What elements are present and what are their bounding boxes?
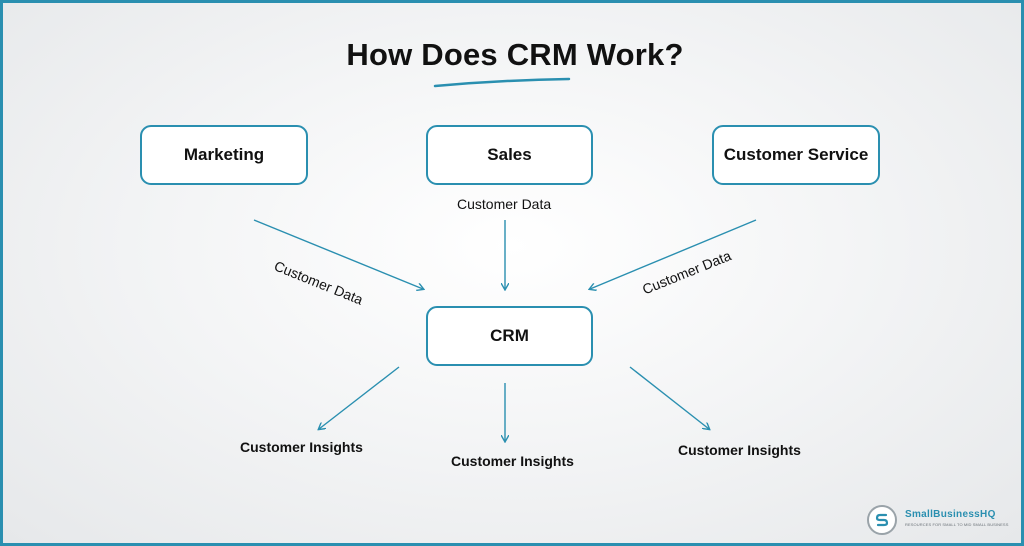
left-customer-insights-label: Customer Insights	[240, 439, 363, 455]
crm-to-right-insights-arrow	[629, 366, 709, 429]
marketing-label: Marketing	[183, 145, 265, 164]
customer-service-box: Customer Service	[712, 125, 880, 185]
crm-box: CRM	[426, 306, 593, 366]
marketing-box: Marketing	[140, 125, 308, 185]
page-title: How Does CRM Work?	[346, 37, 684, 72]
connectors	[253, 77, 757, 546]
logo-tagline: RESOURCES FOR SMALL TO MID SMALL BUSINES…	[905, 522, 1009, 527]
brand-logo: SmallBusinessHQ RESOURCES FOR SMALL TO M…	[867, 503, 1017, 543]
right-customer-insights-label: Customer Insights	[678, 442, 801, 458]
customer-service-label: Customer Service	[723, 145, 869, 164]
logo-name: SmallBusinessHQ	[905, 509, 996, 520]
crm-to-left-insights-arrow	[319, 366, 400, 429]
sales-customer-data-label: Customer Data	[457, 196, 552, 212]
logo-s-icon	[867, 505, 897, 535]
title-underline	[433, 77, 571, 88]
sales-label: Sales	[487, 145, 532, 164]
crm-label: CRM	[490, 326, 529, 345]
marketing-to-crm-arrow	[253, 219, 423, 289]
center-customer-insights-label: Customer Insights	[451, 453, 574, 469]
sales-box: Sales	[426, 125, 593, 185]
service-to-crm-arrow	[590, 219, 757, 289]
